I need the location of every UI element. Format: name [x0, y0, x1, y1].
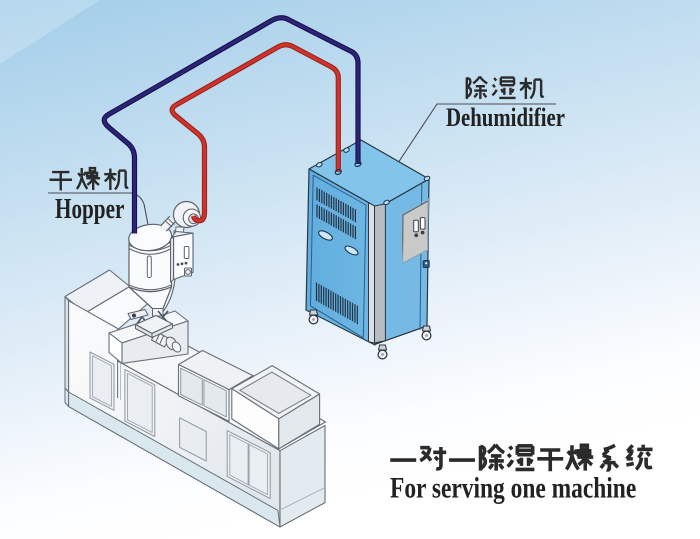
svg-text:Dehumidifier: Dehumidifier	[446, 104, 565, 133]
svg-text:For serving one machine: For serving one machine	[390, 471, 636, 504]
svg-text:Hopper: Hopper	[55, 193, 124, 225]
